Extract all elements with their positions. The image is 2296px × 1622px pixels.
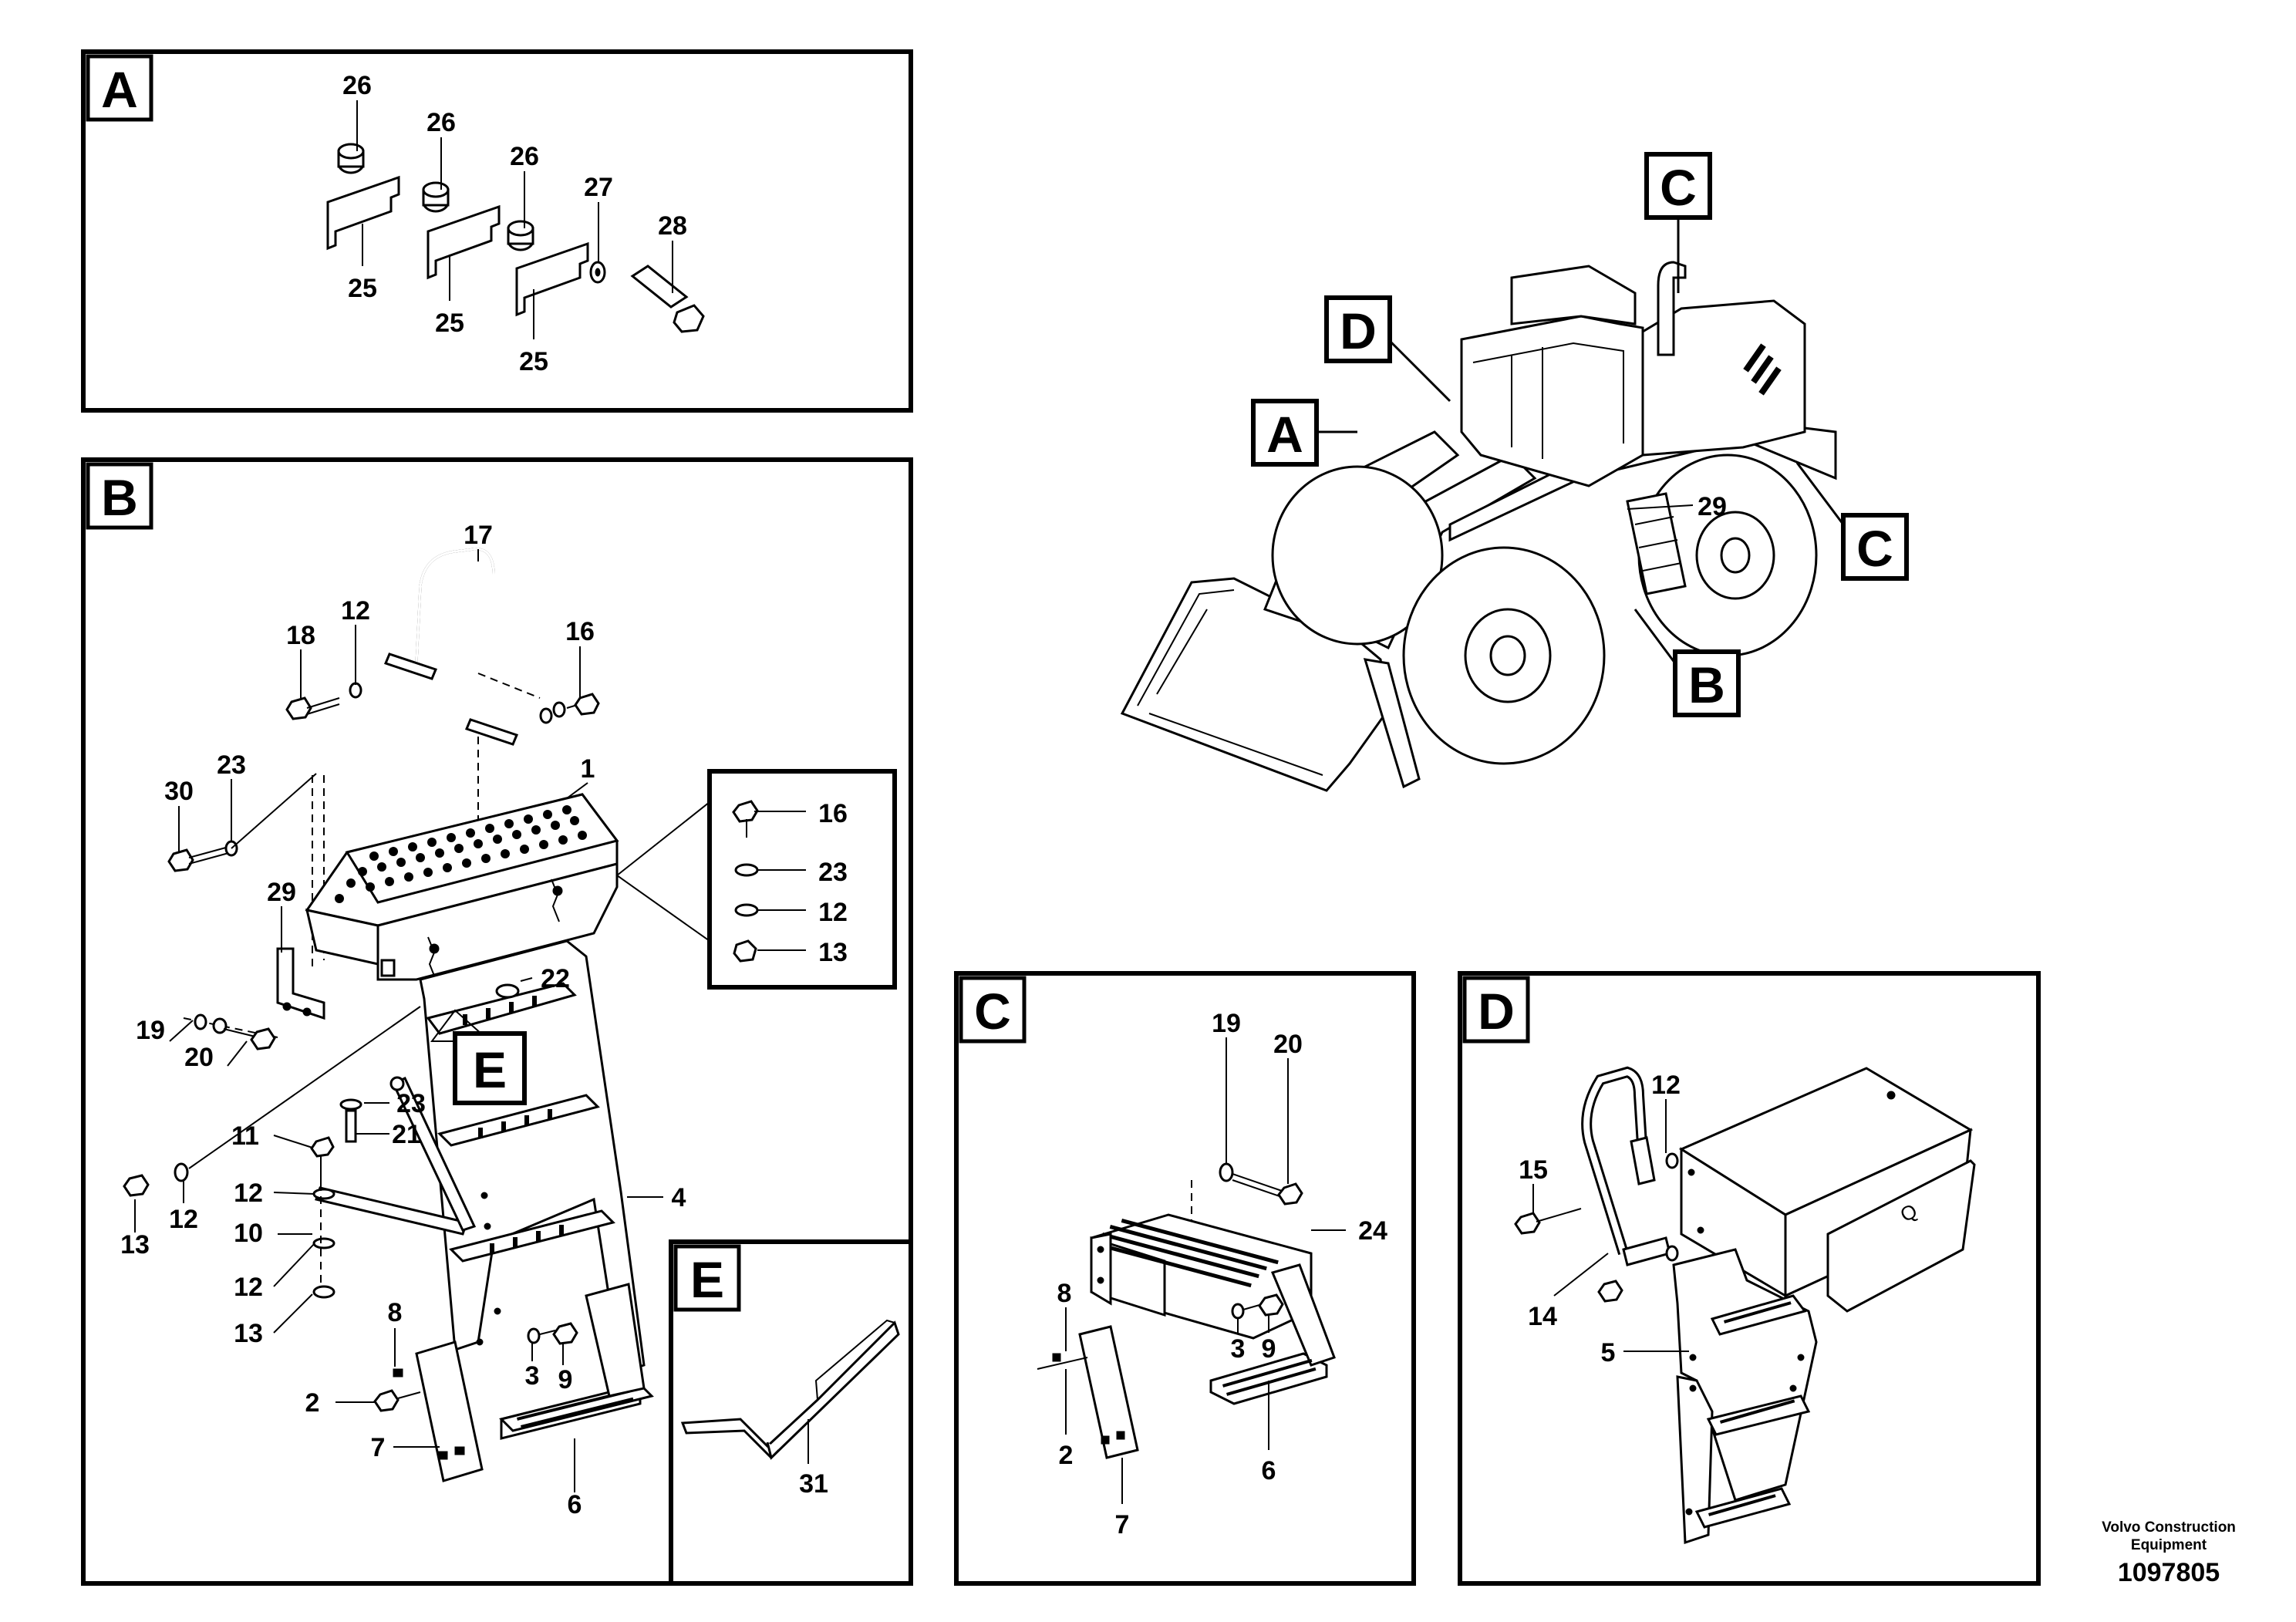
view-a-panel: A	[81, 49, 913, 413]
callout-20: 20	[184, 1043, 214, 1072]
callout-2: 2	[305, 1388, 320, 1418]
callout-c-8: 8	[1057, 1279, 1072, 1308]
callout-c-24: 24	[1358, 1216, 1387, 1246]
inset-callout-13: 13	[818, 938, 848, 967]
bolt-30	[167, 845, 232, 872]
callout-c-3: 3	[1231, 1334, 1246, 1364]
callout-d-5: 5	[1601, 1338, 1616, 1367]
callout-30: 30	[164, 777, 194, 806]
callout-11: 11	[231, 1121, 259, 1151]
callout-25b: 25	[435, 309, 464, 338]
callout-31: 31	[799, 1469, 828, 1499]
callout-25c: 25	[519, 347, 548, 376]
manufacturer-line-1: Volvo Construction	[2102, 1519, 2236, 1536]
cover-plate	[680, 1319, 900, 1460]
callout-22: 22	[541, 964, 570, 993]
inset-callout-16: 16	[818, 799, 848, 828]
callout-c-6: 6	[1262, 1456, 1276, 1485]
bolt-18	[285, 696, 340, 720]
callout-c-9: 9	[1262, 1334, 1276, 1364]
bolt-16	[566, 693, 600, 716]
view-b-panel: B	[81, 457, 913, 1586]
handrail	[383, 548, 519, 746]
callout-21: 21	[392, 1120, 421, 1149]
view-d-panel: D Q	[1458, 971, 2041, 1586]
callout-23-top: 23	[217, 750, 246, 780]
view-c-panel: C	[954, 971, 1416, 1586]
callout-6: 6	[568, 1490, 582, 1519]
callout-13-b: 13	[120, 1230, 150, 1259]
inset-callout-23: 23	[818, 858, 848, 887]
callout-28: 28	[658, 211, 687, 241]
callout-26c: 26	[510, 142, 539, 171]
callout-13-a: 13	[234, 1319, 263, 1348]
callout-10: 10	[234, 1219, 263, 1248]
callout-1: 1	[581, 754, 595, 784]
overview-label-b: B	[1688, 656, 1725, 713]
overview-label-c-top: C	[1660, 159, 1697, 216]
upper-step-c	[1090, 1213, 1313, 1340]
callout-19: 19	[136, 1016, 165, 1045]
callout-12-a: 12	[234, 1179, 263, 1208]
callout-c-2: 2	[1059, 1441, 1074, 1470]
callout-d-12: 12	[1651, 1071, 1681, 1100]
callout-16: 16	[565, 617, 595, 646]
callout-12-b: 12	[234, 1273, 263, 1302]
view-e-panel: E 31	[669, 1239, 913, 1586]
view-b-letter: B	[101, 469, 138, 526]
overview-label-a: A	[1266, 406, 1303, 463]
view-a-letter: A	[101, 61, 138, 118]
view-d-letter: D	[1478, 983, 1515, 1040]
callout-27: 27	[584, 173, 613, 202]
callout-8: 8	[388, 1298, 403, 1327]
bottom-step	[499, 1283, 654, 1440]
callout-c-19: 19	[1212, 1009, 1241, 1038]
overview-callout-29: 29	[1698, 492, 1727, 521]
overview-label-c-right: C	[1856, 520, 1893, 577]
spacer-bracket-group	[326, 143, 705, 333]
callout-12-top: 12	[341, 596, 370, 626]
callout-18: 18	[286, 621, 315, 650]
callout-17: 17	[464, 521, 493, 550]
document-number: 1097805	[2118, 1558, 2220, 1587]
overview-label-d: D	[1340, 302, 1377, 359]
view-e-reference-label: E	[473, 1041, 507, 1098]
callout-4: 4	[672, 1183, 686, 1212]
manufacturer-line-2: Equipment	[2131, 1537, 2207, 1553]
storage-box-d: Q	[1678, 1067, 1976, 1313]
fastener-inset: 16 23 12 13	[615, 769, 897, 990]
callout-c-7: 7	[1115, 1510, 1130, 1539]
drawing-footer: Volvo Construction Equipment 1097805	[2102, 1519, 2236, 1587]
callout-26b: 26	[426, 108, 456, 137]
callout-23-mid: 23	[396, 1089, 426, 1118]
step-box	[305, 793, 619, 981]
callout-c-20: 20	[1273, 1030, 1303, 1059]
step-frame-d	[1672, 1248, 1818, 1545]
callout-25a: 25	[348, 274, 377, 303]
view-e-letter: E	[690, 1251, 724, 1308]
wheel-loader-overview: C D A 29 C B	[1120, 152, 1909, 792]
callout-3: 3	[525, 1361, 540, 1391]
view-c-letter: C	[974, 983, 1011, 1040]
callout-9: 9	[558, 1365, 573, 1394]
callout-26a: 26	[342, 71, 372, 100]
callout-d-15: 15	[1519, 1155, 1548, 1185]
callout-12-c: 12	[169, 1205, 198, 1234]
inset-callout-12: 12	[818, 898, 848, 927]
callout-7: 7	[371, 1433, 386, 1462]
callout-d-14: 14	[1528, 1302, 1557, 1331]
callout-29: 29	[267, 878, 296, 907]
